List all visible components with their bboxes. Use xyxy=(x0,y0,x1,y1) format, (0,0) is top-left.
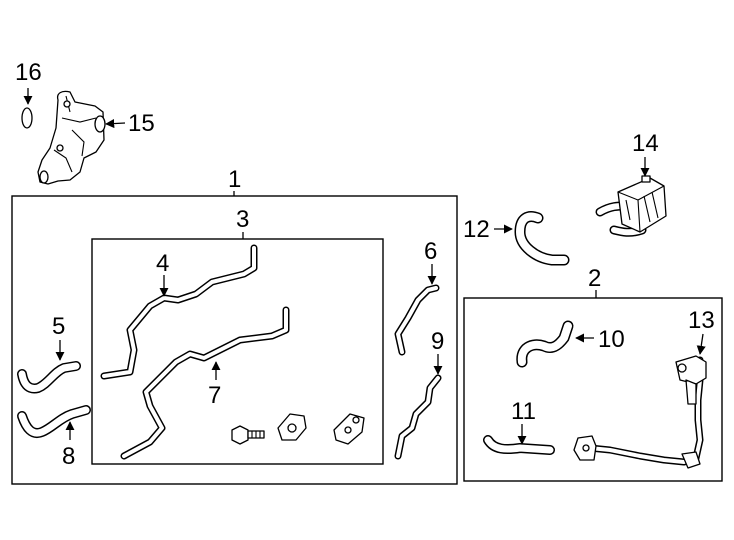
callout-10: 10 xyxy=(598,326,625,353)
part-11-hose xyxy=(483,435,555,455)
bracket-hardware xyxy=(333,413,365,445)
bolt-hardware xyxy=(231,425,265,445)
part-16-o-ring xyxy=(21,107,33,129)
assembly-2-box xyxy=(463,297,723,482)
part-6-pipe xyxy=(394,284,440,356)
part-5-hose xyxy=(17,361,81,394)
part-9-pipe xyxy=(394,374,442,460)
part-13-pipe-assembly xyxy=(573,355,707,469)
callout-7: 7 xyxy=(208,382,221,409)
clip-hardware xyxy=(277,413,307,441)
callout-6: 6 xyxy=(424,238,437,265)
callout-2: 2 xyxy=(588,265,601,292)
callout-13: 13 xyxy=(688,307,715,334)
callout-4: 4 xyxy=(156,250,169,277)
part-10-hose xyxy=(516,320,574,368)
leader-lines xyxy=(23,88,706,445)
callout-labels: 16 15 1 14 3 12 6 4 2 5 13 10 9 7 11 8 xyxy=(15,59,715,470)
callout-9: 9 xyxy=(431,328,444,355)
part-7-pipe xyxy=(120,306,290,460)
assembly-3-box xyxy=(91,238,384,465)
callout-11: 11 xyxy=(511,398,536,425)
part-4-pipe xyxy=(100,244,258,380)
callout-16: 16 xyxy=(15,59,42,86)
part-8-hose xyxy=(17,405,91,438)
part-15-outlet-housing xyxy=(37,90,106,185)
part-14-cooler xyxy=(595,175,667,237)
part-12-hose xyxy=(514,211,570,266)
callout-8: 8 xyxy=(62,443,75,470)
callout-5: 5 xyxy=(52,313,65,340)
callout-1: 1 xyxy=(228,166,241,193)
callout-15: 15 xyxy=(128,110,155,137)
callout-3: 3 xyxy=(236,206,249,233)
callout-14: 14 xyxy=(632,130,659,157)
callout-12: 12 xyxy=(463,216,490,243)
